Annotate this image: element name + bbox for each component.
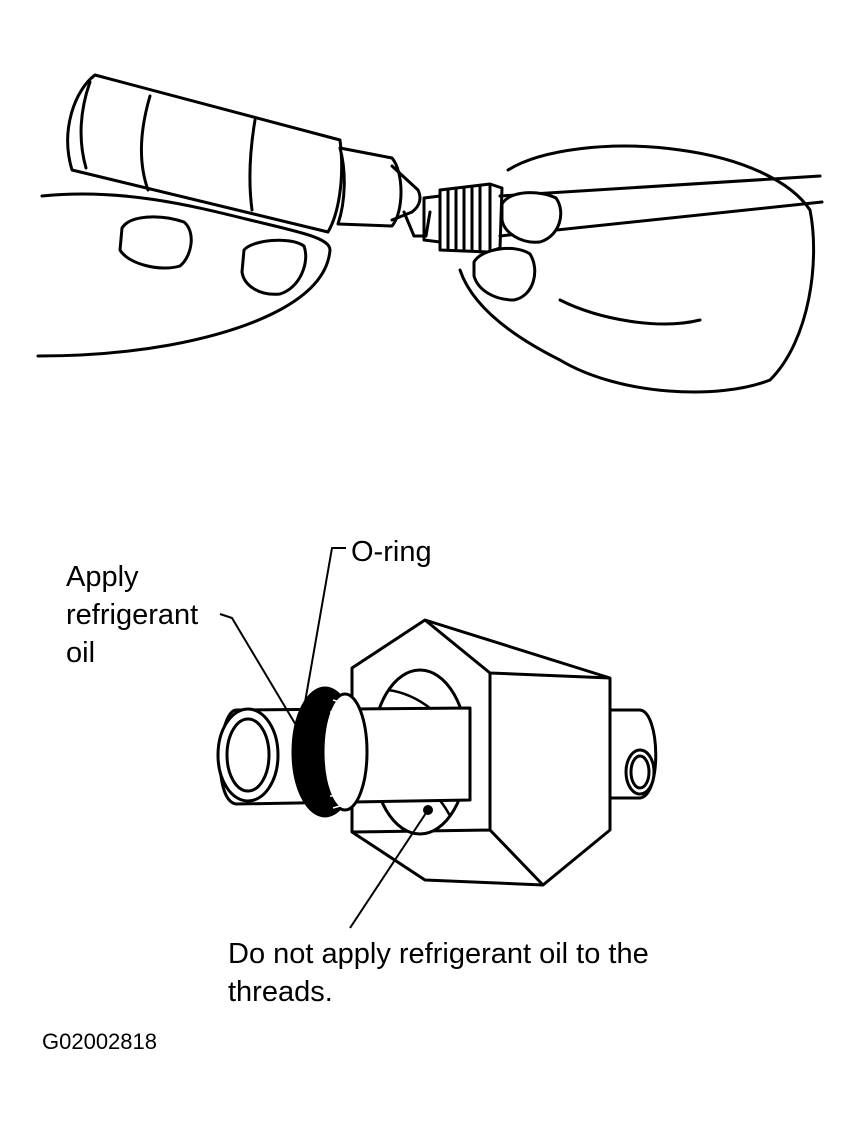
figure-id: G02002818 xyxy=(42,1029,157,1054)
right-thumb xyxy=(500,191,563,244)
right-hand xyxy=(458,144,816,394)
left-thumb xyxy=(118,215,193,270)
oil-bottle xyxy=(66,73,344,234)
threads-leader xyxy=(349,809,429,929)
apply-oil-label: Apply refrigerant oil xyxy=(66,561,199,669)
fitting-diagram xyxy=(216,547,658,929)
left-hand xyxy=(36,192,332,358)
bottle-neck xyxy=(336,146,403,228)
o-ring-label: O-ring xyxy=(351,536,432,568)
right-finger xyxy=(472,247,537,302)
no-threads-label: Do not apply refrigerant oil to the thre… xyxy=(228,938,649,1008)
apply-leader xyxy=(219,613,313,753)
bottle-hands-illustration xyxy=(36,73,824,394)
oring-leader xyxy=(303,547,346,709)
left-finger xyxy=(240,238,308,296)
